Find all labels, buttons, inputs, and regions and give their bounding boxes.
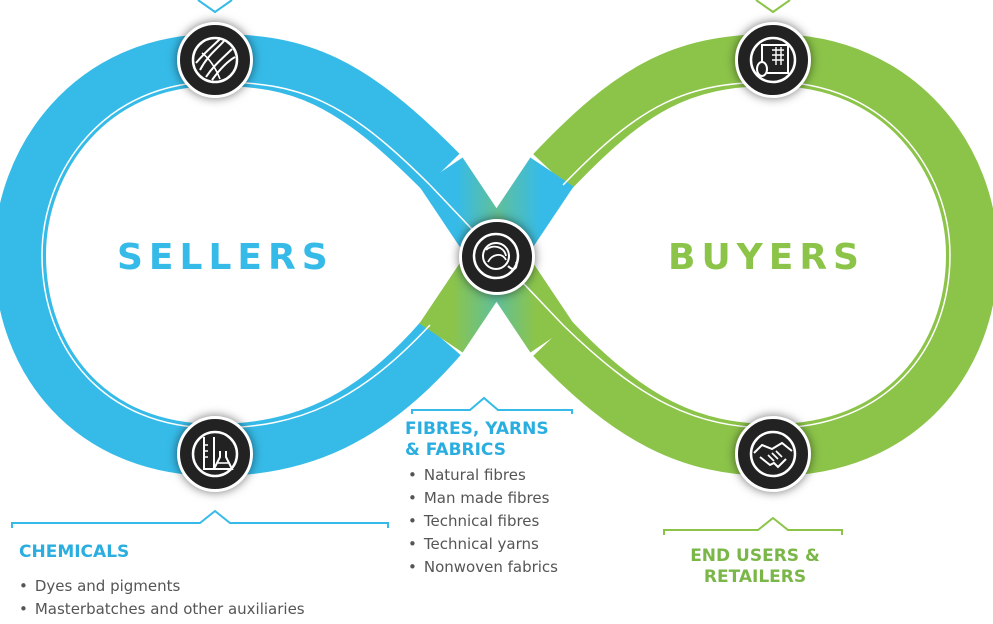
fabric-roll-icon: [735, 22, 811, 98]
chemicals-list: Dyes and pigments Masterbatches and othe…: [19, 575, 305, 621]
sellers-loop: [0, 33, 461, 477]
list-item: Man made fibres: [408, 487, 558, 510]
sellers-label: SELLERS: [117, 237, 334, 278]
fibres-heading: FIBRES, YARNS & FABRICS: [405, 419, 549, 461]
list-item: Masterbatches and other auxiliaries: [19, 598, 305, 621]
fibres-bracket: [411, 396, 573, 414]
end-users-heading-line1: END USERS &: [690, 546, 820, 566]
fibres-heading-line2: & FABRICS: [405, 440, 506, 460]
top-left-pointer: [197, 0, 233, 14]
top-right-pointer: [755, 0, 791, 14]
list-item: Technical fibres: [408, 510, 558, 533]
end-users-heading: END USERS & RETAILERS: [660, 546, 850, 588]
buyers-loop: [533, 33, 993, 477]
handshake-icon: [735, 416, 811, 492]
list-item: Dyes and pigments: [19, 575, 305, 598]
list-item: Nonwoven fabrics: [408, 556, 558, 579]
yarn-ball-icon: [459, 219, 535, 295]
lab-flask-icon: [177, 416, 253, 492]
inner-guide-buyers: [562, 81, 951, 429]
chemicals-heading: CHEMICALS: [19, 542, 130, 562]
end-users-heading-line2: RETAILERS: [703, 567, 807, 587]
chemicals-bracket: [11, 509, 389, 528]
buyers-label: BUYERS: [668, 237, 865, 278]
fibres-heading-line1: FIBRES, YARNS: [405, 419, 549, 439]
fibres-list: Natural fibres Man made fibres Technical…: [408, 464, 558, 579]
inner-guide-sellers: [41, 81, 431, 429]
end-users-bracket: [663, 516, 843, 535]
fibre-strands-icon: [177, 22, 253, 98]
list-item: Technical yarns: [408, 533, 558, 556]
list-item: Natural fibres: [408, 464, 558, 487]
